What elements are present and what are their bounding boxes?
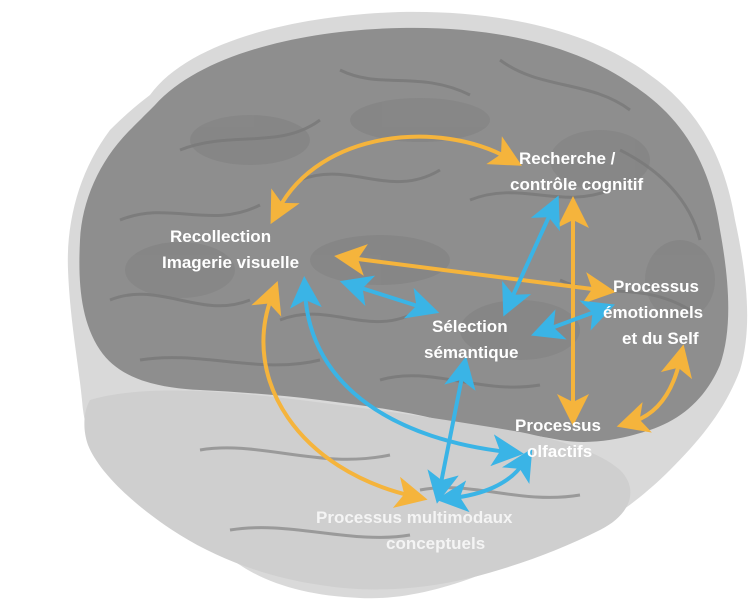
node-recollection-line2: Imagerie visuelle [162,253,299,272]
node-recollection: Recollection Imagerie visuelle [162,227,299,272]
node-emotionnels-line3: et du Self [622,329,699,348]
node-olfactifs: Processus olfactifs [515,416,601,461]
arrow-recollection-multimodaux [251,281,428,508]
arrow-multimodaux-olfactifs [436,448,533,513]
blue-connections [289,195,616,513]
node-semantique-line1: Sélection [432,317,508,336]
node-semantique: Sélection sémantique [424,317,518,362]
node-recherche-line2: contrôle cognitif [510,175,644,194]
arrow-recollection-recherche [270,134,522,225]
node-recherche: Recherche / contrôle cognitif [510,149,644,194]
arrow-semantique-emotionnels [530,300,616,340]
node-emotionnels-line1: Processus [613,277,699,296]
node-multimodaux-line1: Processus multimodaux [316,508,513,527]
node-olfactifs-line2: olfactifs [527,442,592,461]
node-emotionnels: Processus émotionnels et du Self [603,277,703,348]
node-recollection-line1: Recollection [170,227,271,246]
node-olfactifs-line1: Processus [515,416,601,435]
node-semantique-line2: sémantique [424,343,518,362]
node-multimodaux: Processus multimodaux conceptuels [316,508,513,553]
node-recherche-line1: Recherche / [519,149,616,168]
node-emotionnels-line2: émotionnels [603,303,703,322]
arrow-recollection-olfactifs [289,276,524,467]
node-multimodaux-line2: conceptuels [386,534,485,553]
arrow-emotionnels-olfactifs [616,344,693,433]
